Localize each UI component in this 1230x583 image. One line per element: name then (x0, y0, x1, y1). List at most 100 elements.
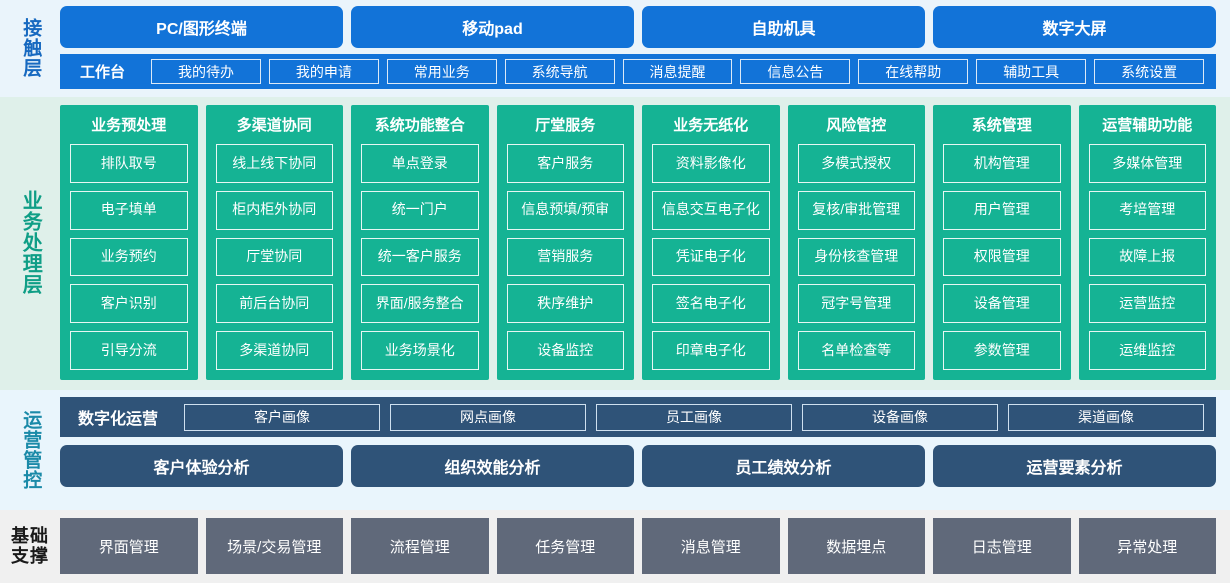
portrait-branch[interactable]: 网点画像 (390, 403, 587, 431)
foundation-support-layer: 基础 支撑 界面管理 场景/交易管理 流程管理 任务管理 消息管理 数据埋点 日… (0, 510, 1230, 583)
portrait-channel[interactable]: 渠道画像 (1008, 403, 1205, 431)
column-item[interactable]: 权限管理 (943, 237, 1061, 277)
channel-item-digital-screen[interactable]: 数字大屏 (933, 6, 1216, 48)
column-item[interactable]: 名单检查等 (797, 331, 915, 370)
column-item[interactable]: 签名电子化 (652, 284, 770, 324)
column-item[interactable]: 业务预约 (70, 237, 188, 277)
column-item[interactable]: 信息交互电子化 (652, 190, 770, 230)
foundation-item-message-management[interactable]: 消息管理 (642, 518, 780, 574)
column-item[interactable]: 复核/审批管理 (797, 190, 915, 230)
foundation-item-exception-handling[interactable]: 异常处理 (1078, 518, 1216, 574)
foundation-item-task-management[interactable]: 任务管理 (496, 518, 634, 574)
column-title: 风险管控 (826, 117, 887, 134)
column-item[interactable]: 用户管理 (943, 190, 1061, 230)
operations-control-layer: 运营管控 数字化运营 客户画像 网点画像 员工画像 设备画像 渠道画像 客户体验… (0, 390, 1230, 510)
foundation-item-log-management[interactable]: 日志管理 (933, 518, 1071, 574)
portrait-customer[interactable]: 客户画像 (184, 403, 381, 431)
column-item[interactable]: 冠字号管理 (797, 284, 915, 324)
channel-item-self-service[interactable]: 自助机具 (642, 6, 925, 48)
foundation-layer-body: 界面管理 场景/交易管理 流程管理 任务管理 消息管理 数据埋点 日志管理 异常… (60, 518, 1216, 574)
column-item[interactable]: 运营监控 (1088, 284, 1206, 324)
portrait-employee[interactable]: 员工画像 (596, 403, 793, 431)
digital-ops-title: 数字化运营 (78, 411, 159, 428)
column-item[interactable]: 信息预填/预审 (506, 190, 624, 230)
ops-layer-label: 运营管控 (20, 409, 42, 490)
column-item[interactable]: 统一客户服务 (361, 237, 479, 277)
column-item[interactable]: 统一门户 (361, 190, 479, 230)
channel-item-pc[interactable]: PC/图形终端 (60, 6, 343, 48)
column-title: 运营辅助功能 (1102, 117, 1193, 134)
column-items: 多模式授权 复核/审批管理 身份核查管理 冠字号管理 名单检查等 (797, 144, 915, 370)
business-column-multichannel: 多渠道协同 线上线下协同 柜内柜外协同 厅堂协同 前后台协同 多渠道协同 (205, 105, 343, 380)
contact-layer-body: PC/图形终端 移动pad 自助机具 数字大屏 工作台 我的待办 我的申请 常用… (60, 6, 1216, 89)
column-item[interactable]: 凭证电子化 (652, 237, 770, 277)
column-item[interactable]: 前后台协同 (215, 284, 333, 324)
workbench-item-common-business[interactable]: 常用业务 (386, 59, 497, 84)
analysis-ops-factors[interactable]: 运营要素分析 (933, 445, 1216, 487)
analysis-employee-performance[interactable]: 员工绩效分析 (642, 445, 925, 487)
column-item[interactable]: 设备管理 (943, 284, 1061, 324)
foundation-item-process-management[interactable]: 流程管理 (351, 518, 489, 574)
workbench-item-aux-tools[interactable]: 辅助工具 (976, 59, 1087, 84)
column-title: 系统管理 (971, 117, 1032, 134)
column-item[interactable]: 界面/服务整合 (361, 284, 479, 324)
column-item[interactable]: 单点登录 (361, 144, 479, 183)
column-item[interactable]: 引导分流 (70, 331, 188, 370)
column-items: 排队取号 电子填单 业务预约 客户识别 引导分流 (70, 144, 188, 370)
column-item[interactable]: 客户服务 (506, 144, 624, 183)
channel-row: PC/图形终端 移动pad 自助机具 数字大屏 (60, 6, 1216, 48)
contact-layer: 接触层 PC/图形终端 移动pad 自助机具 数字大屏 工作台 我的待办 我的申… (0, 0, 1230, 97)
analysis-org-efficiency[interactable]: 组织效能分析 (351, 445, 634, 487)
foundation-label-line2: 支撑 (11, 546, 49, 566)
column-item[interactable]: 故障上报 (1088, 237, 1206, 277)
business-column-lobby-service: 厅堂服务 客户服务 信息预填/预审 营销服务 秩序维护 设备监控 (496, 105, 634, 380)
workbench-item-system-navigation[interactable]: 系统导航 (504, 59, 615, 84)
column-item[interactable]: 线上线下协同 (215, 144, 333, 183)
channel-item-mobile-pad[interactable]: 移动pad (351, 6, 634, 48)
column-item[interactable]: 厅堂协同 (215, 237, 333, 277)
column-title: 业务无纸化 (673, 117, 749, 134)
column-item[interactable]: 业务场景化 (361, 331, 479, 370)
column-title: 业务预处理 (91, 117, 167, 134)
column-item[interactable]: 资料影像化 (652, 144, 770, 183)
business-layer-body: 业务预处理 排队取号 电子填单 业务预约 客户识别 引导分流 多渠道协同 线上线… (60, 105, 1216, 380)
column-item[interactable]: 客户识别 (70, 284, 188, 324)
workbench-item-message-alert[interactable]: 消息提醒 (622, 59, 733, 84)
foundation-item-ui-management[interactable]: 界面管理 (60, 518, 198, 574)
column-item[interactable]: 多渠道协同 (215, 331, 333, 370)
workbench-item-my-todo[interactable]: 我的待办 (151, 59, 261, 84)
column-item[interactable]: 多媒体管理 (1088, 144, 1206, 183)
workbench-item-online-help[interactable]: 在线帮助 (858, 59, 969, 84)
analysis-row: 客户体验分析 组织效能分析 员工绩效分析 运营要素分析 (60, 445, 1216, 487)
foundation-item-scene-transaction[interactable]: 场景/交易管理 (205, 518, 343, 574)
column-item[interactable]: 考培管理 (1088, 190, 1206, 230)
column-item[interactable]: 多模式授权 (797, 144, 915, 183)
business-columns: 业务预处理 排队取号 电子填单 业务预约 客户识别 引导分流 多渠道协同 线上线… (60, 105, 1216, 380)
column-items: 线上线下协同 柜内柜外协同 厅堂协同 前后台协同 多渠道协同 (215, 144, 333, 370)
analysis-customer-experience[interactable]: 客户体验分析 (60, 445, 343, 487)
column-item[interactable]: 身份核查管理 (797, 237, 915, 277)
foundation-label-line1: 基础 (11, 525, 49, 546)
workbench-item-announcement[interactable]: 信息公告 (740, 59, 851, 84)
business-column-system-integration: 系统功能整合 单点登录 统一门户 统一客户服务 界面/服务整合 业务场景化 (351, 105, 489, 380)
foundation-item-data-tracking[interactable]: 数据埋点 (787, 518, 925, 574)
column-item[interactable]: 柜内柜外协同 (215, 190, 333, 230)
column-item[interactable]: 排队取号 (70, 144, 188, 183)
business-column-risk-control: 风险管控 多模式授权 复核/审批管理 身份核查管理 冠字号管理 名单检查等 (787, 105, 925, 380)
column-item[interactable]: 参数管理 (943, 331, 1061, 370)
contact-layer-label: 接触层 (20, 17, 42, 78)
column-item[interactable]: 秩序维护 (506, 284, 624, 324)
column-item[interactable]: 营销服务 (506, 237, 624, 277)
workbench-title: 工作台 (80, 64, 126, 81)
portrait-device[interactable]: 设备画像 (802, 403, 999, 431)
business-column-ops-assist: 运营辅助功能 多媒体管理 考培管理 故障上报 运营监控 运维监控 (1078, 105, 1216, 380)
workbench-item-system-settings[interactable]: 系统设置 (1094, 59, 1205, 84)
business-column-system-management: 系统管理 机构管理 用户管理 权限管理 设备管理 参数管理 (933, 105, 1071, 380)
column-item[interactable]: 运维监控 (1088, 331, 1206, 370)
business-column-paperless: 业务无纸化 资料影像化 信息交互电子化 凭证电子化 签名电子化 印章电子化 (642, 105, 780, 380)
workbench-item-my-application[interactable]: 我的申请 (268, 59, 379, 84)
column-item[interactable]: 机构管理 (943, 144, 1061, 183)
column-item[interactable]: 印章电子化 (652, 331, 770, 370)
column-item[interactable]: 设备监控 (506, 331, 624, 370)
column-item[interactable]: 电子填单 (70, 190, 188, 230)
